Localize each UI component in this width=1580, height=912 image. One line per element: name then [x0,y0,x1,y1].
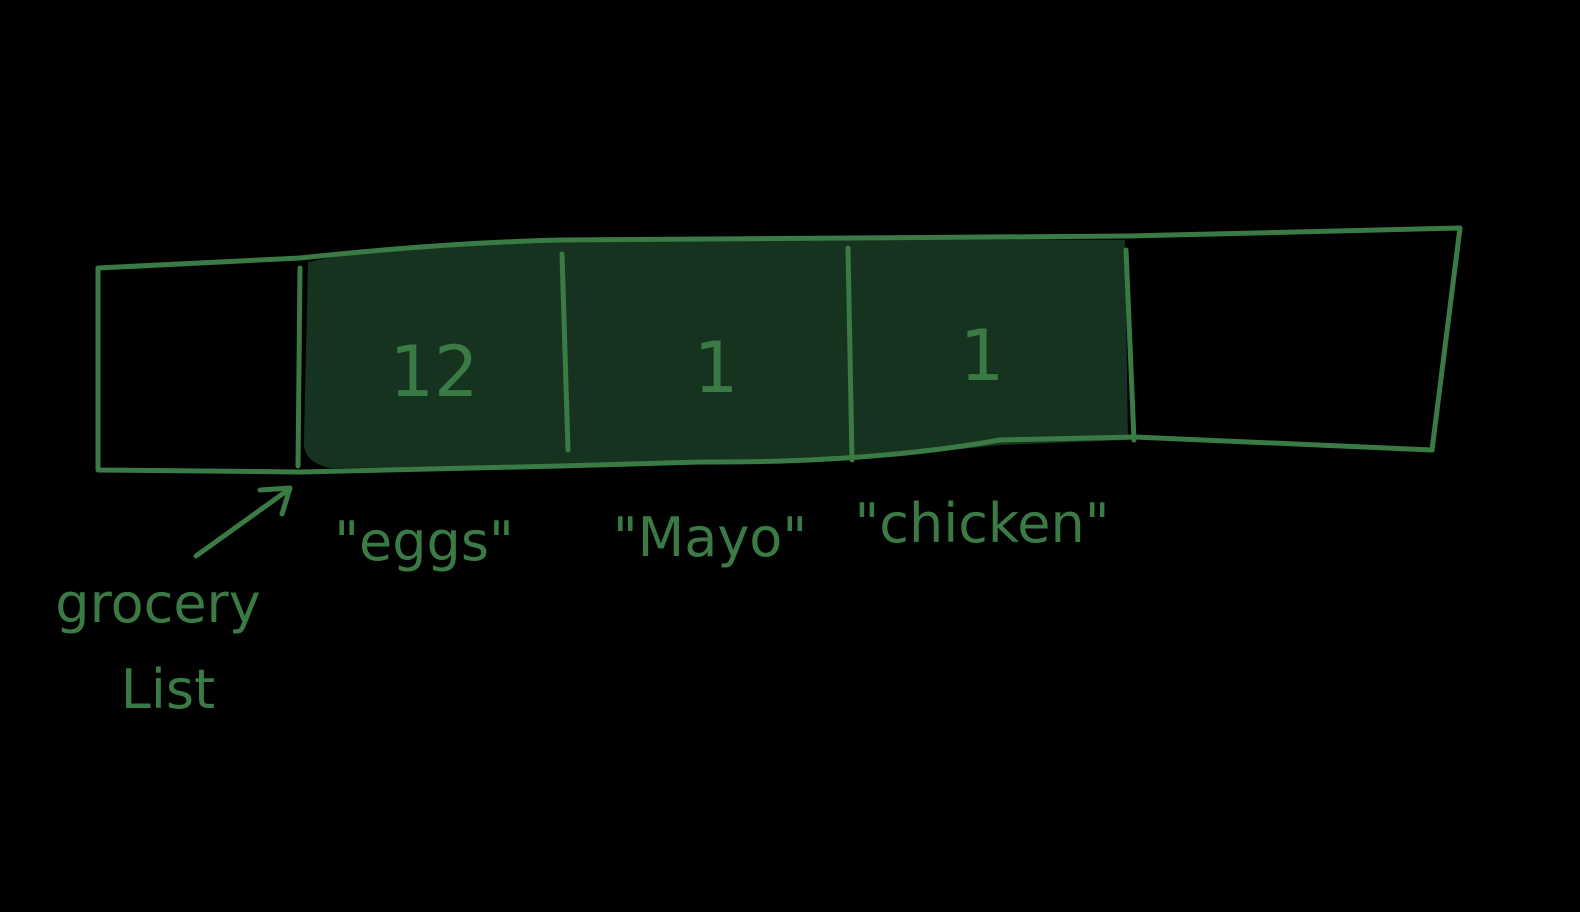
cell-value-mayo: 1 [694,327,739,409]
cell-label-chicken: "chicken" [854,492,1109,555]
cell-divider [559,251,571,453]
filled-cells-region [303,238,1128,468]
pointer-label-line2: List [121,658,215,721]
cell-label-eggs: "eggs" [334,510,514,573]
cell-divider [845,245,855,463]
cell-label-mayo: "Mayo" [613,506,807,569]
cell-value-chicken: 1 [960,315,1005,397]
cell-divider [1123,247,1137,443]
cell-divider [295,265,303,469]
cell-value-eggs: 12 [389,331,478,413]
pointer-arrow-icon [193,485,293,559]
pointer-label-line1: grocery [55,572,260,635]
